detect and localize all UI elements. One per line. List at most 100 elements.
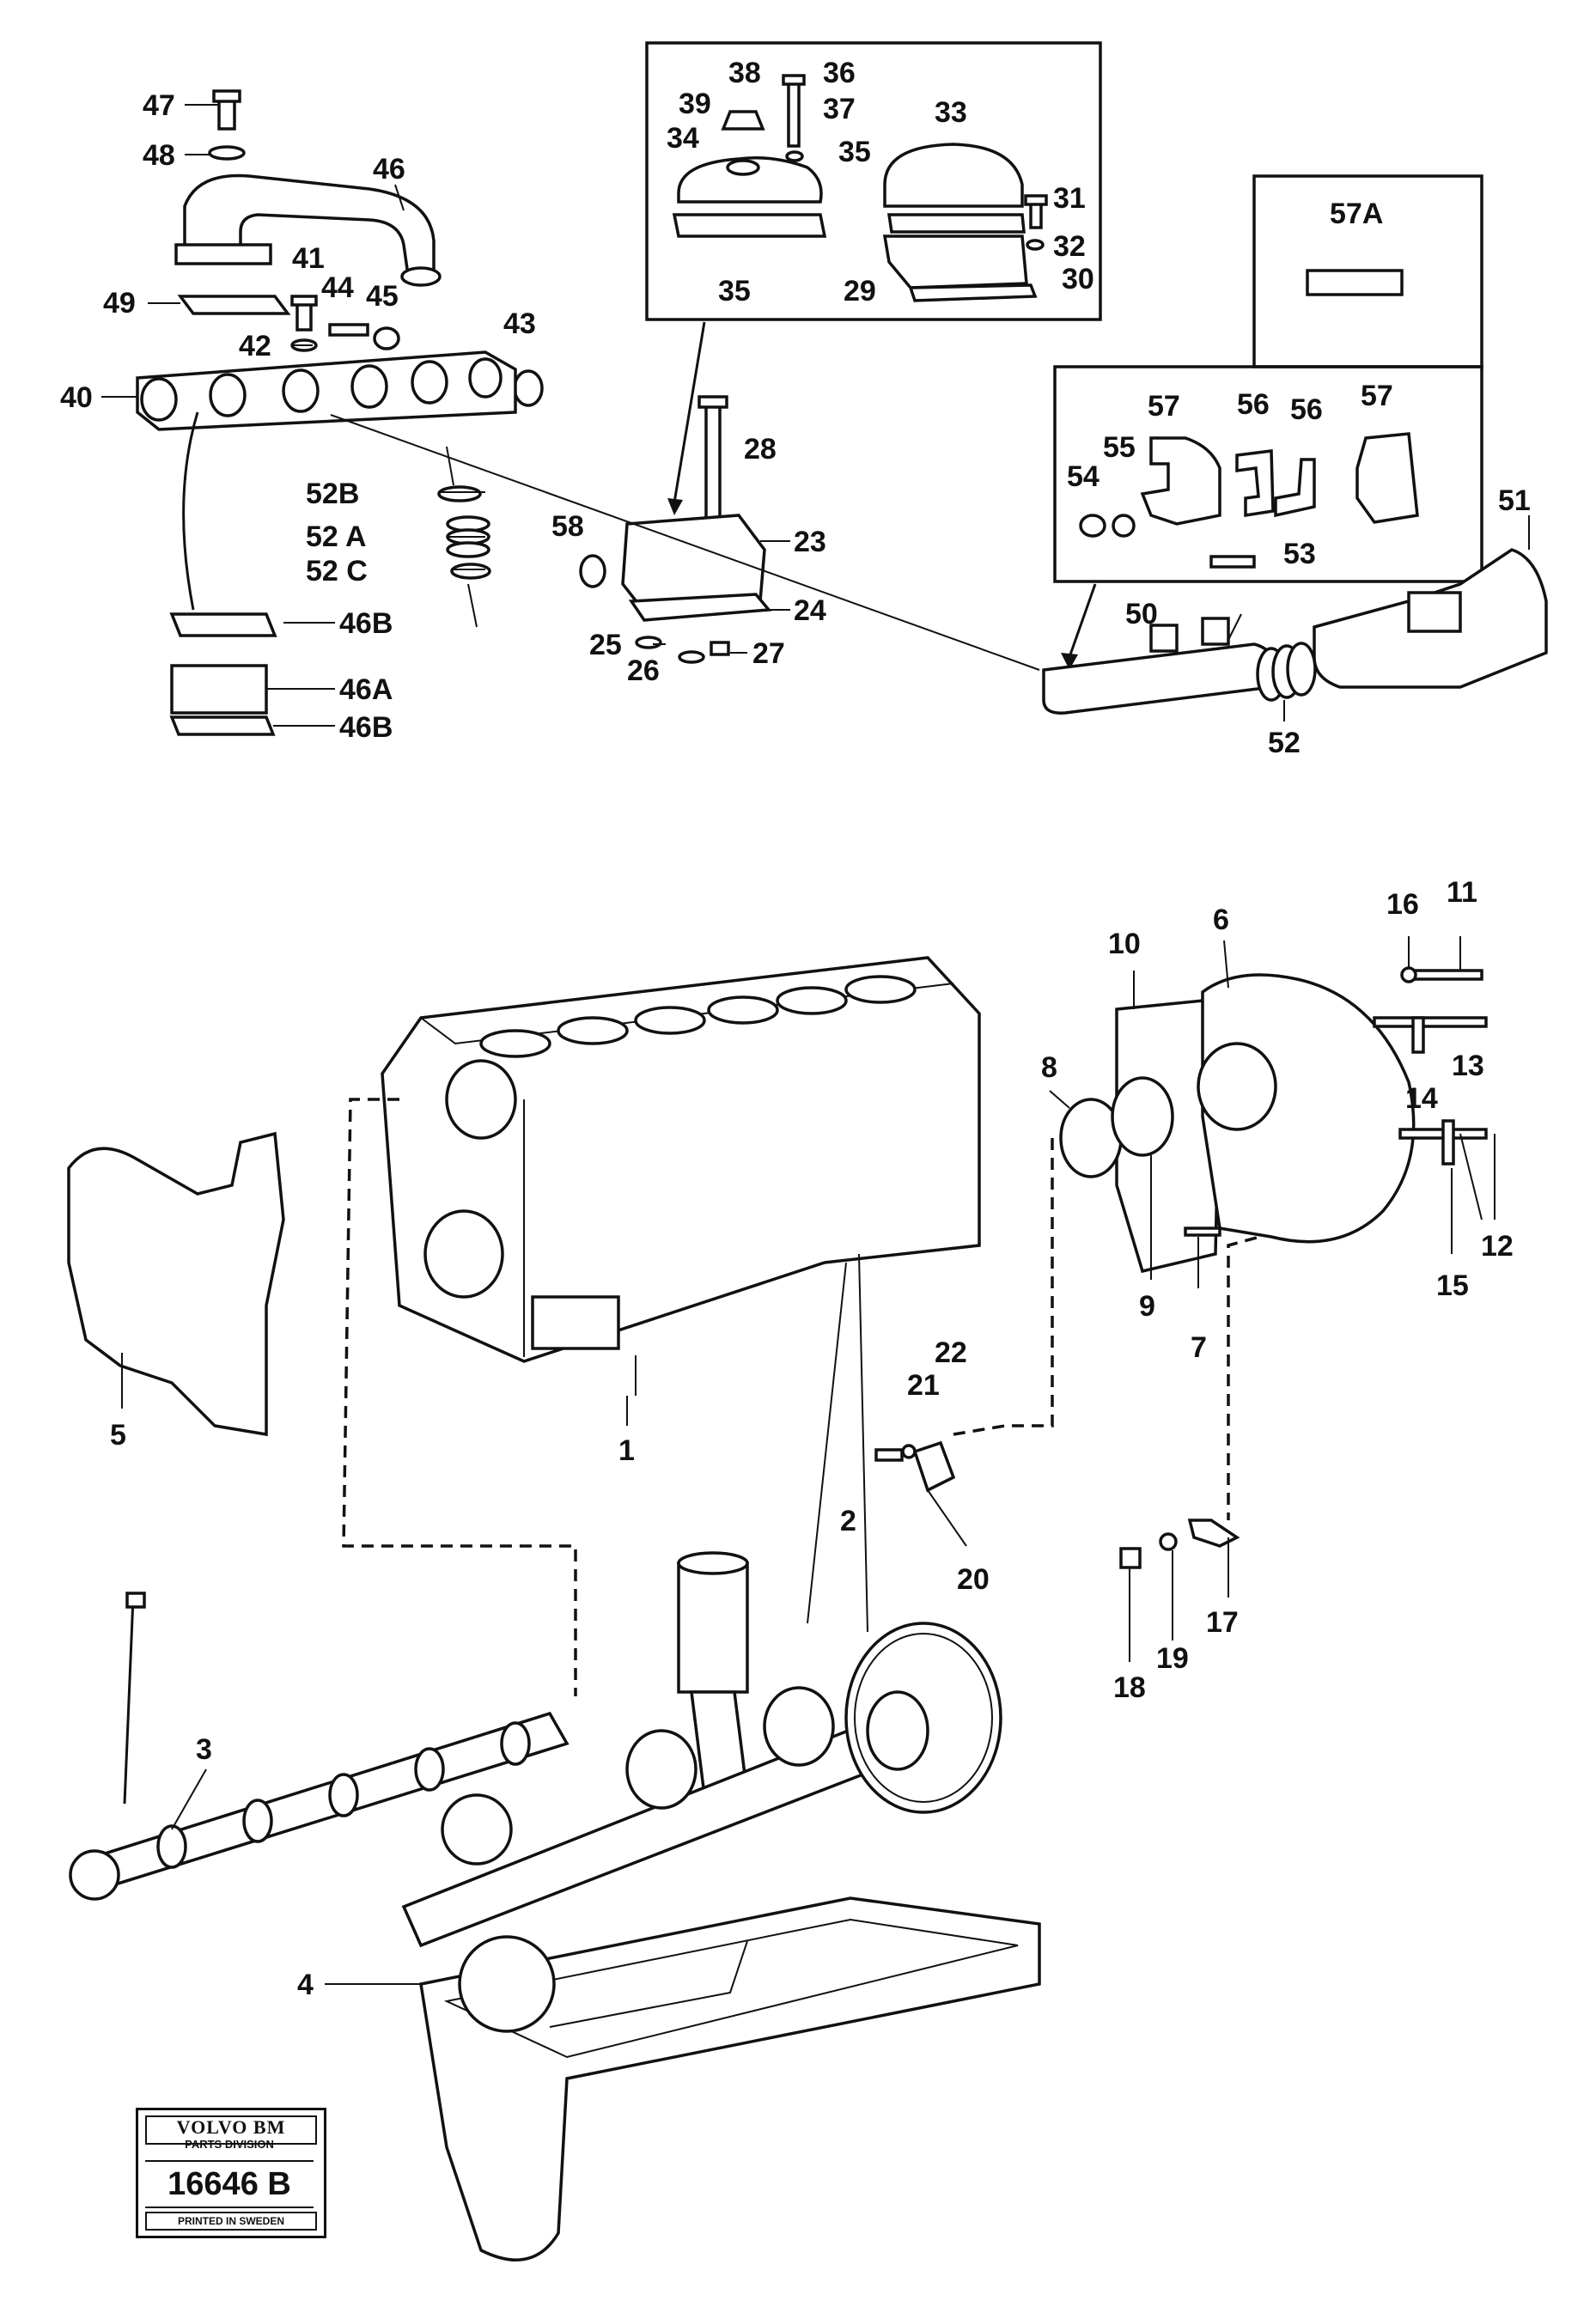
- bolt-28: [704, 402, 722, 534]
- label-57a: 57A: [1330, 198, 1383, 230]
- part-labels: 47 48 46 41 44 45 49 42 43 40 52B 52 A 5…: [60, 57, 1531, 2001]
- label-52c: 52 C: [306, 555, 368, 587]
- label-7: 7: [1191, 1331, 1207, 1364]
- label-1: 1: [618, 1434, 635, 1467]
- flywheel-housing-6: [1201, 973, 1416, 1244]
- label-25: 25: [589, 629, 622, 661]
- washer-37: [785, 150, 804, 162]
- clamp-57-a: [1140, 436, 1221, 526]
- stud-44: [328, 323, 369, 337]
- bore-5: [776, 986, 848, 1015]
- engine-block-1: [381, 956, 981, 1363]
- gasket-30: [908, 283, 1038, 302]
- detail-box-57: [1053, 365, 1483, 583]
- label-35-left: 35: [718, 275, 751, 307]
- label-33: 33: [935, 96, 967, 129]
- bolt-11: [1407, 969, 1483, 981]
- pipe-46-flange: [174, 243, 272, 265]
- label-29: 29: [844, 275, 876, 307]
- valve-cover-detail: [645, 41, 1102, 321]
- spacer-46a: [170, 664, 268, 715]
- bolt-41-head: [290, 295, 318, 307]
- intake-pipe-group: [136, 89, 544, 736]
- clamp-56-a: [1235, 449, 1275, 518]
- screw-36: [787, 80, 801, 148]
- washer-48: [208, 145, 246, 161]
- label-4: 4: [297, 1969, 314, 2001]
- label-19: 19: [1156, 1642, 1189, 1675]
- bolt-47-head: [212, 89, 241, 103]
- clamp-56-b: [1274, 458, 1316, 518]
- label-21: 21: [907, 1369, 940, 1402]
- label-35-right: 35: [838, 136, 871, 168]
- bore-1: [479, 1029, 551, 1058]
- label-56-a: 56: [1237, 388, 1270, 421]
- label-56-b: 56: [1290, 393, 1323, 426]
- knob-38: [721, 110, 765, 131]
- label-28: 28: [744, 433, 777, 466]
- label-49: 49: [103, 287, 136, 320]
- lockplate-14: [1411, 1016, 1425, 1054]
- label-3: 3: [196, 1733, 212, 1766]
- port-4: [350, 364, 388, 409]
- label-46: 46: [373, 153, 405, 186]
- label-14: 14: [1405, 1082, 1438, 1115]
- bore-4: [707, 995, 779, 1025]
- cap-39: [726, 159, 760, 176]
- side-cover: [531, 1295, 620, 1350]
- nut-54: [1079, 514, 1106, 538]
- seal-25: [635, 636, 662, 649]
- label-5: 5: [110, 1419, 126, 1452]
- engine-block-group: [381, 956, 981, 1396]
- label-43: 43: [503, 307, 536, 340]
- label-6: 6: [1213, 904, 1229, 936]
- label-55: 55: [1103, 431, 1136, 464]
- label-42: 42: [239, 330, 271, 362]
- label-46a: 46A: [339, 673, 393, 706]
- clamp-57-b: [1355, 432, 1419, 524]
- bolt-18: [1119, 1547, 1142, 1569]
- timing-cover-5: [67, 1131, 285, 1437]
- label-40: 40: [60, 381, 93, 414]
- ring-43: [513, 369, 544, 407]
- nut-45: [373, 326, 400, 350]
- label-52a: 52 A: [306, 520, 367, 553]
- oil-pump-gear: [458, 1935, 556, 2033]
- leader-lines: [101, 104, 1530, 1985]
- port-1: [140, 377, 178, 422]
- label-39: 39: [679, 88, 711, 120]
- label-22: 22: [935, 1336, 967, 1369]
- piston: [677, 1561, 749, 1694]
- ring-52b: [437, 485, 482, 502]
- manifold-40: [136, 350, 517, 431]
- label-47: 47: [143, 89, 175, 122]
- label-38: 38: [728, 57, 761, 89]
- cover-20: [912, 1440, 956, 1493]
- dipstick: [123, 1597, 135, 1805]
- volvo-bm-logo-block: VOLVO BM PARTS DIVISION 16646 B PRINTED …: [136, 2108, 326, 2238]
- label-30: 30: [1062, 263, 1094, 295]
- seal-9: [1111, 1076, 1174, 1157]
- label-45: 45: [366, 280, 399, 313]
- port-6: [468, 357, 503, 399]
- small-parts: [874, 1440, 1240, 1569]
- label-48: 48: [143, 139, 175, 172]
- exhaust-pipes: [1042, 548, 1548, 715]
- ring-52-3: [1286, 642, 1317, 697]
- pipe-46-outlet: [400, 266, 442, 287]
- label-46b-top: 46B: [339, 607, 393, 640]
- label-57-b: 57: [1361, 380, 1393, 412]
- label-18: 18: [1113, 1671, 1146, 1704]
- gasket-35-right: [886, 213, 1026, 234]
- label-44: 44: [321, 271, 354, 304]
- label-10: 10: [1108, 928, 1141, 960]
- label-36: 36: [823, 57, 856, 89]
- label-54: 54: [1067, 460, 1100, 493]
- label-16: 16: [1386, 888, 1419, 921]
- printed-note: PRINTED IN SWEDEN: [145, 2212, 317, 2231]
- ring-52c: [450, 563, 491, 580]
- pin-7: [1184, 1226, 1221, 1237]
- plate-57a: [1306, 269, 1404, 296]
